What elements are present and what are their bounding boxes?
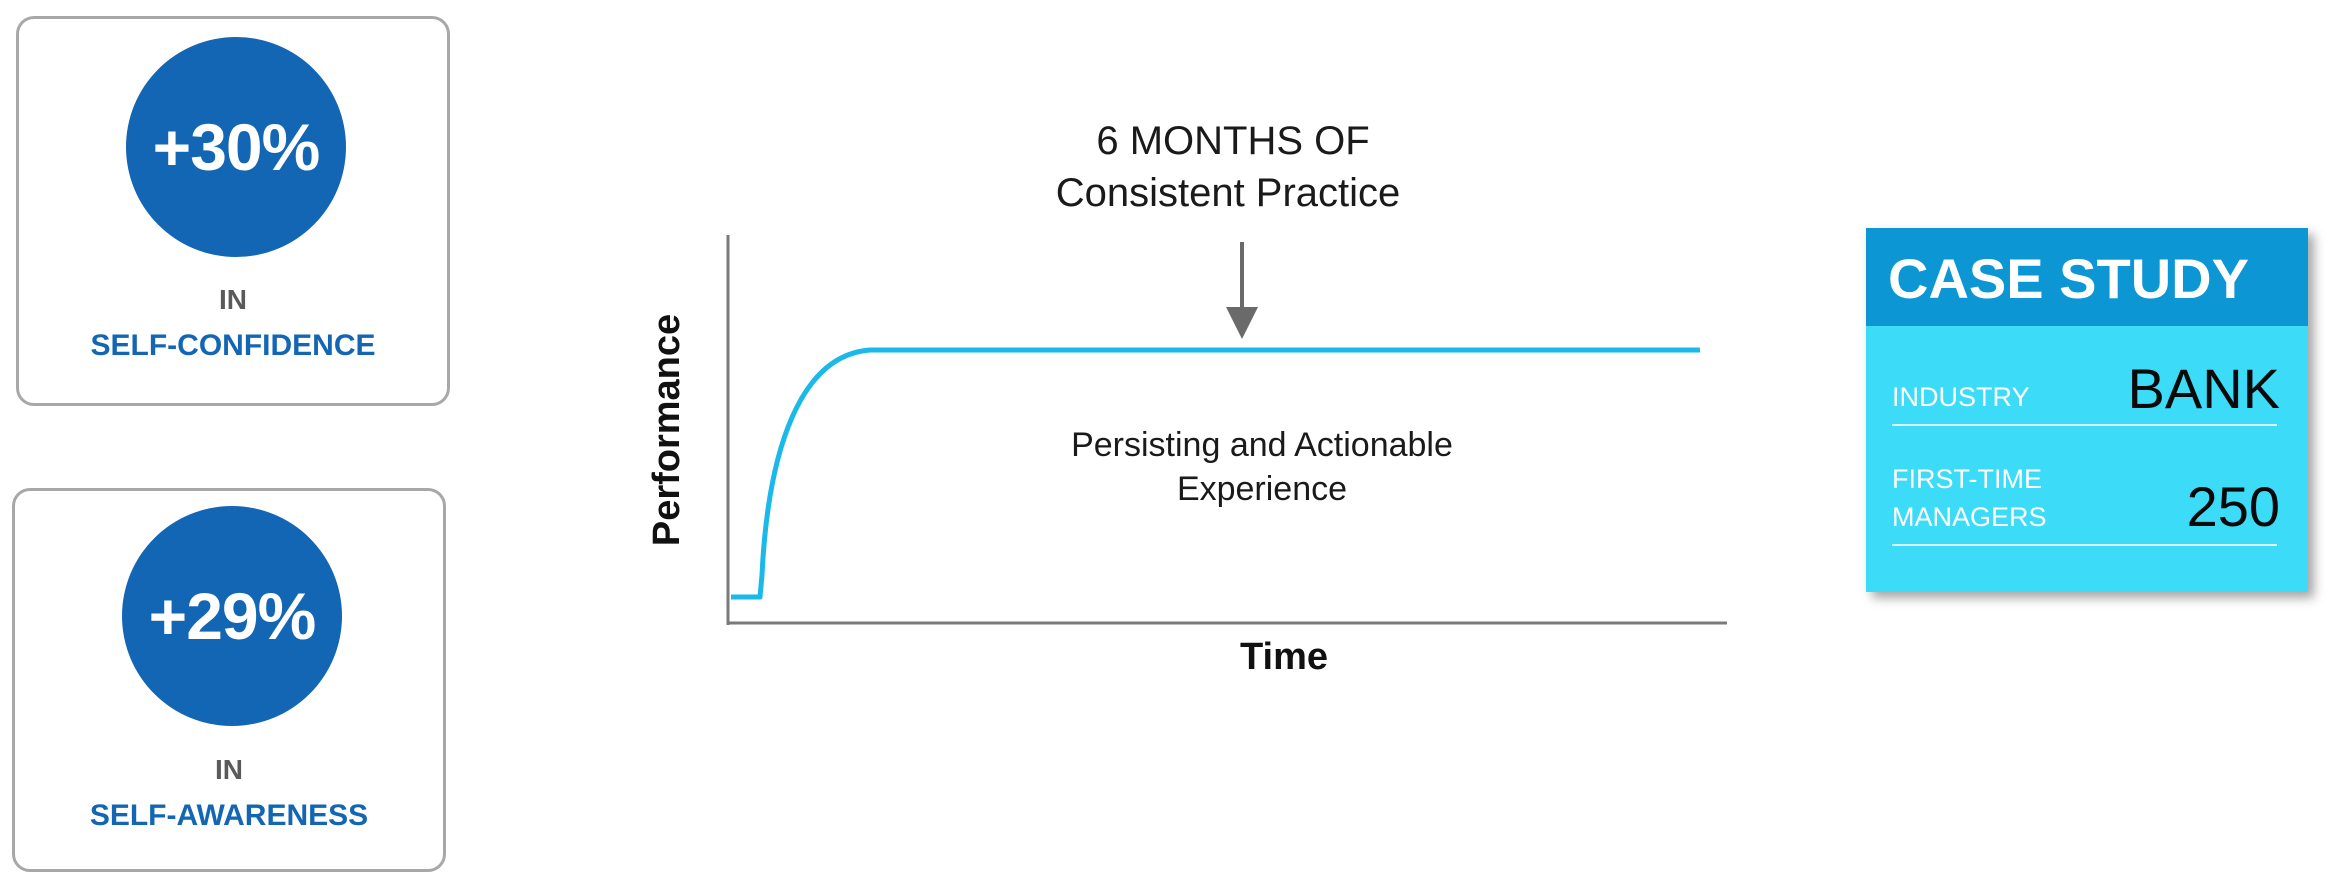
stat-prefix: IN [215,754,243,785]
case-study-title: CASE STUDY [1888,247,2249,310]
stat-value: +30% [152,110,321,184]
case-row-managers-key-line-1: FIRST-TIME [1892,464,2042,494]
stat-circle: +30% [126,37,346,257]
stat-label: SELF-CONFIDENCE [90,329,376,362]
performance-curve [731,347,1700,600]
case-study-header: CASE STUDY [1866,228,2308,326]
case-divider [1892,424,2277,426]
case-divider [1892,544,2277,546]
x-axis-label: Time [1240,636,1328,678]
annotation-line-2: Consistent Practice [1056,171,1401,215]
stat-label: SELF-AWARENESS [89,799,369,832]
case-row-industry-key: INDUSTRY [1892,382,2030,412]
stat-circle: +29% [122,506,342,726]
stat-value: +29% [148,579,317,653]
plateau-label-line-1: Persisting and Actionable [1071,426,1453,464]
annotation-line-1: 6 MONTHS OF [1096,119,1369,163]
stat-card-self-awareness: +29% IN SELF-AWARENESS [12,488,446,872]
y-axis-label: Performance [646,314,688,546]
case-row-managers-value: 250 [2186,475,2280,538]
case-row-industry-value: BANK [2127,357,2281,420]
case-study-panel: CASE STUDY INDUSTRY BANK FIRST-TIME MANA… [1866,228,2308,592]
case-row-managers-key-line-2: MANAGERS [1892,502,2047,532]
stat-prefix: IN [219,284,247,315]
stat-card-self-confidence: +30% IN SELF-CONFIDENCE [16,16,450,406]
plateau-label-line-2: Experience [1177,470,1347,508]
